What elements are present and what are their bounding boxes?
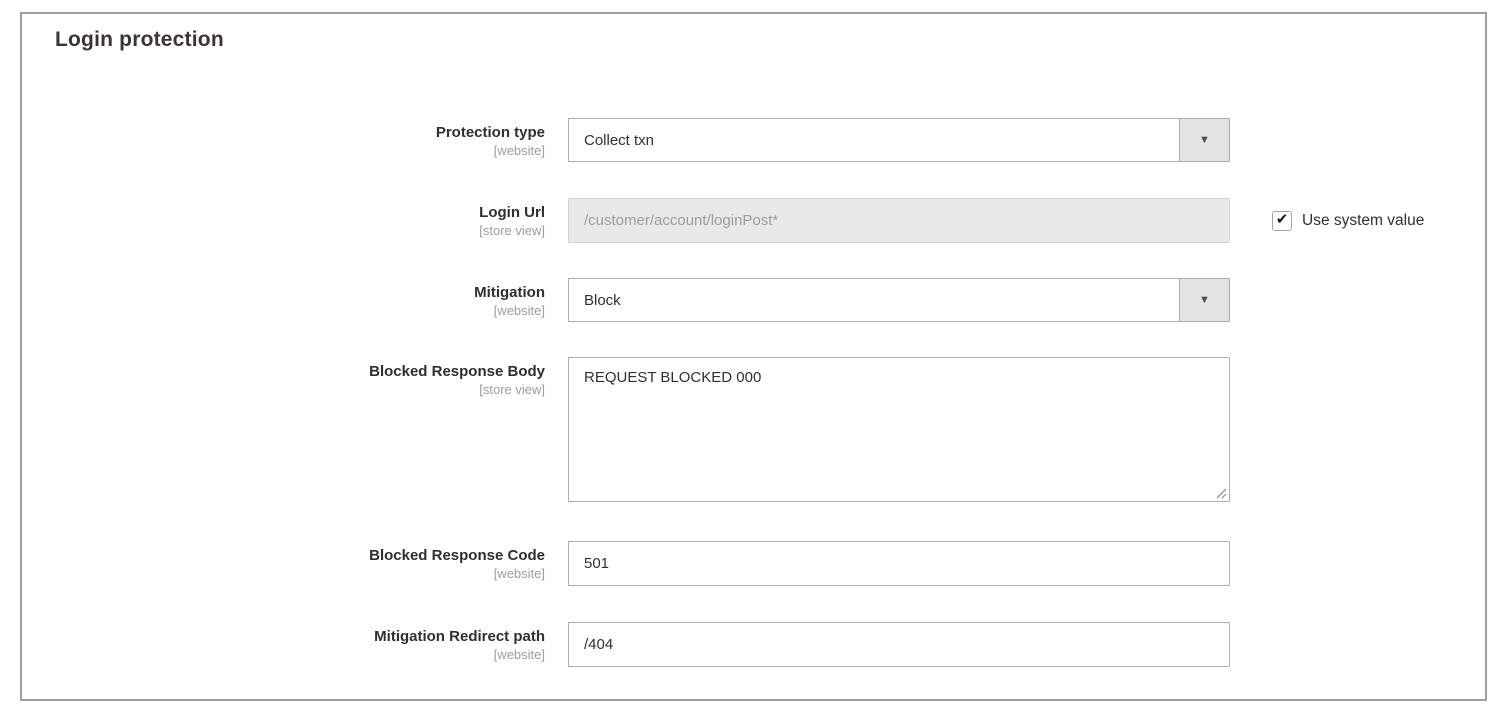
protection-type-select[interactable]: Collect txn ▼ — [568, 118, 1230, 162]
checkmark-icon: ✔ — [1275, 211, 1289, 228]
blocked-response-body-textarea[interactable]: REQUEST BLOCKED 000 — [568, 357, 1230, 502]
blocked-response-code-input[interactable] — [568, 541, 1230, 586]
mitigation-label: Mitigation — [474, 284, 545, 301]
field-control-block — [568, 541, 1230, 586]
panel-title: Login protection — [55, 28, 224, 51]
config-form: Protection type [website] Collect txn ▼ … — [22, 118, 1485, 667]
mitigation-scope-note: [website] — [493, 303, 545, 318]
use-system-value-field: ✔ Use system value — [1272, 210, 1425, 231]
field-label-block: Mitigation Redirect path [website] — [22, 622, 545, 663]
field-label-block: Blocked Response Code [website] — [22, 541, 545, 582]
protection-type-scope-note: [website] — [493, 143, 545, 158]
field-control-block: Block ▼ — [568, 278, 1230, 322]
field-label-block: Mitigation [website] — [22, 278, 545, 319]
login-url-scope-note: [store view] — [479, 223, 545, 238]
mitigation-redirect-path-label: Mitigation Redirect path — [374, 628, 545, 645]
form-row-mitigation: Mitigation [website] Block ▼ — [22, 278, 1485, 322]
login-url-input — [568, 198, 1230, 243]
field-control-block — [568, 198, 1230, 243]
field-label-block: Protection type [website] — [22, 118, 545, 159]
blocked-response-code-label: Blocked Response Code — [369, 547, 545, 564]
field-label-block: Blocked Response Body [store view] — [22, 357, 545, 398]
blocked-response-code-scope-note: [website] — [493, 566, 545, 581]
field-control-block — [568, 622, 1230, 667]
mitigation-select-value: Block — [584, 291, 621, 309]
field-control-block: REQUEST BLOCKED 000 — [568, 357, 1230, 502]
chevron-down-icon: ▼ — [1179, 119, 1229, 161]
chevron-down-icon: ▼ — [1179, 279, 1229, 321]
use-system-value-checkbox[interactable]: ✔ — [1272, 210, 1292, 231]
form-row-mitigation-redirect-path: Mitigation Redirect path [website] — [22, 622, 1485, 667]
field-label-block: Login Url [store view] — [22, 198, 545, 239]
protection-type-select-value: Collect txn — [584, 131, 655, 149]
login-protection-panel: Login protection Protection type [websit… — [20, 12, 1487, 701]
form-row-login-url: Login Url [store view] ✔ Use system valu… — [22, 198, 1485, 243]
mitigation-redirect-path-scope-note: [website] — [493, 647, 545, 662]
protection-type-label: Protection type — [435, 124, 545, 141]
use-system-value-label[interactable]: Use system value — [1302, 211, 1425, 229]
login-url-label: Login Url — [479, 204, 545, 221]
blocked-response-body-scope-note: [store view] — [479, 382, 545, 397]
resize-handle-icon[interactable] — [1215, 487, 1227, 499]
blocked-response-body-label: Blocked Response Body — [369, 363, 545, 380]
field-control-block: Collect txn ▼ — [568, 118, 1230, 162]
mitigation-redirect-path-input[interactable] — [568, 622, 1230, 667]
mitigation-select[interactable]: Block ▼ — [568, 278, 1230, 322]
form-row-blocked-response-code: Blocked Response Code [website] — [22, 541, 1485, 586]
form-row-protection-type: Protection type [website] Collect txn ▼ — [22, 118, 1485, 162]
form-row-blocked-response-body: Blocked Response Body [store view] REQUE… — [22, 357, 1485, 502]
